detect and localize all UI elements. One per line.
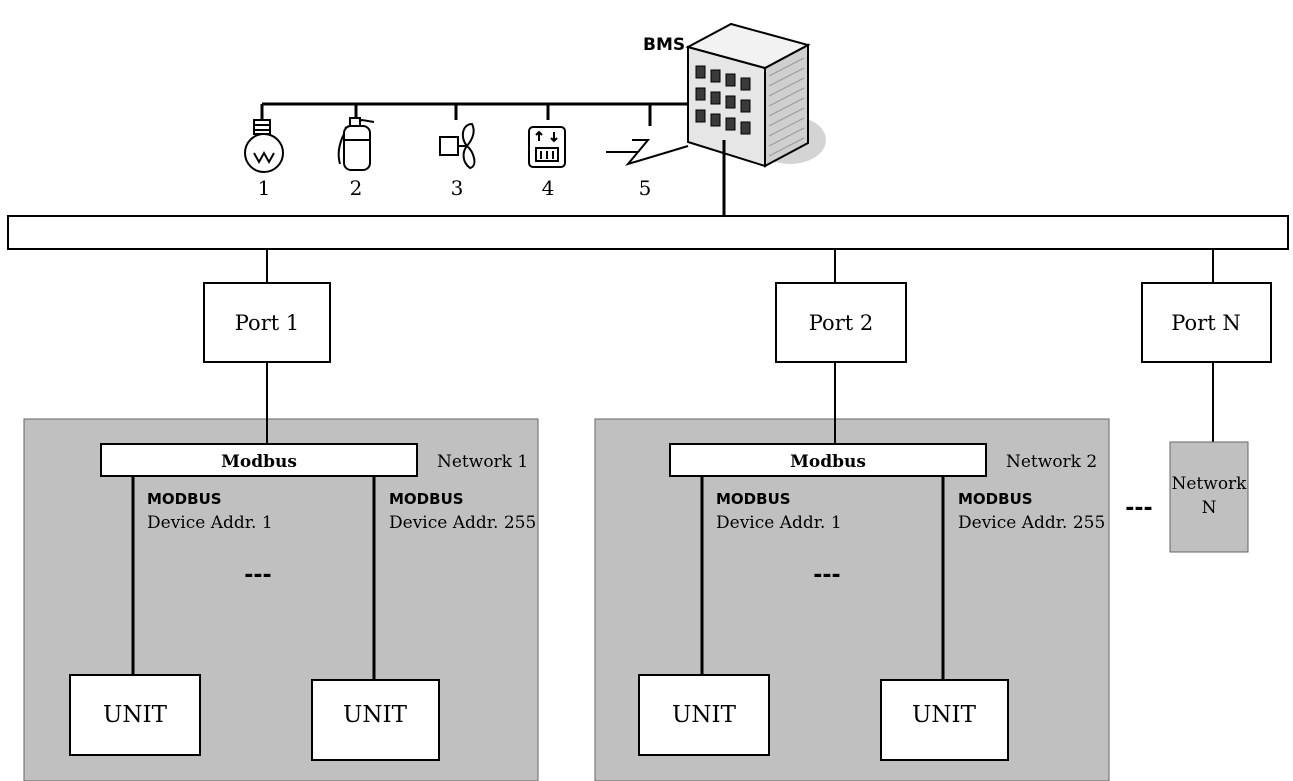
port-2-label: Port 2 <box>809 311 873 335</box>
network-1-unit-1-label: UNIT <box>103 702 168 728</box>
network-2-name: Network 2 <box>1006 452 1097 472</box>
port-connector-lines <box>266 249 1214 283</box>
fan-icon <box>439 122 476 170</box>
fire-extinguisher-icon <box>337 117 375 171</box>
subsystem-number-4: 4 <box>542 176 555 200</box>
port-n-box: Port N <box>1141 282 1272 363</box>
network-2-drop-lines <box>700 476 945 680</box>
bms-label: BMS <box>643 35 685 55</box>
network-n-label-line2: N <box>1202 498 1217 518</box>
network-1-modbus-bus: Modbus <box>100 443 418 477</box>
subsystem-number-3: 3 <box>451 176 464 200</box>
network-1-device-1-address: Device Addr. 1 <box>147 513 273 533</box>
network-n-ellipsis: --- <box>1125 496 1152 521</box>
network-1-device-1-protocol: MODBUS <box>147 490 222 508</box>
network-1-device-2-protocol: MODBUS <box>389 490 464 508</box>
network-2-unit-1-label: UNIT <box>672 702 737 728</box>
network-2-device-1-protocol: MODBUS <box>716 490 791 508</box>
network-1-ellipsis: --- <box>244 563 271 588</box>
network-2-unit-2: UNIT <box>880 679 1009 761</box>
network-2-modbus-label: Modbus <box>790 452 866 472</box>
network-2-unit-1: UNIT <box>638 674 770 756</box>
light-bulb-icon <box>244 119 284 173</box>
port-1-label: Port 1 <box>235 311 299 335</box>
network-1-unit-2: UNIT <box>311 679 440 761</box>
port-1-box: Port 1 <box>203 282 331 363</box>
network-2-ellipsis: --- <box>813 563 840 588</box>
subsystem-bus <box>260 102 700 126</box>
network-2-device-2-address: Device Addr. 255 <box>958 513 1105 533</box>
network-1-unit-2-label: UNIT <box>343 702 408 728</box>
network-1-device-2-address: Device Addr. 255 <box>389 513 536 533</box>
network-1-name: Network 1 <box>437 452 528 472</box>
network-2-unit-2-label: UNIT <box>912 702 977 728</box>
network-n-box: Network N <box>1169 441 1249 553</box>
port-2-box: Port 2 <box>775 282 907 363</box>
network-1-unit-1: UNIT <box>69 674 201 756</box>
network-2-device-2-protocol: MODBUS <box>958 490 1033 508</box>
network-1-panel <box>23 418 539 781</box>
main-bus <box>7 215 1289 250</box>
port-n-label: Port N <box>1171 311 1240 335</box>
network-n-label-line1: Network <box>1172 474 1248 494</box>
subsystem-number-5: 5 <box>639 176 652 200</box>
subsystem-number-1: 1 <box>258 176 271 200</box>
network-1-modbus-label: Modbus <box>221 452 297 472</box>
elevator-icon <box>528 126 566 168</box>
network-2-modbus-bus: Modbus <box>669 443 987 477</box>
lightning-icon <box>606 139 689 166</box>
network-2-device-1-address: Device Addr. 1 <box>716 513 842 533</box>
subsystem-number-2: 2 <box>350 176 363 200</box>
bms-building-icon <box>685 22 826 168</box>
network-1-drop-lines <box>131 476 376 680</box>
